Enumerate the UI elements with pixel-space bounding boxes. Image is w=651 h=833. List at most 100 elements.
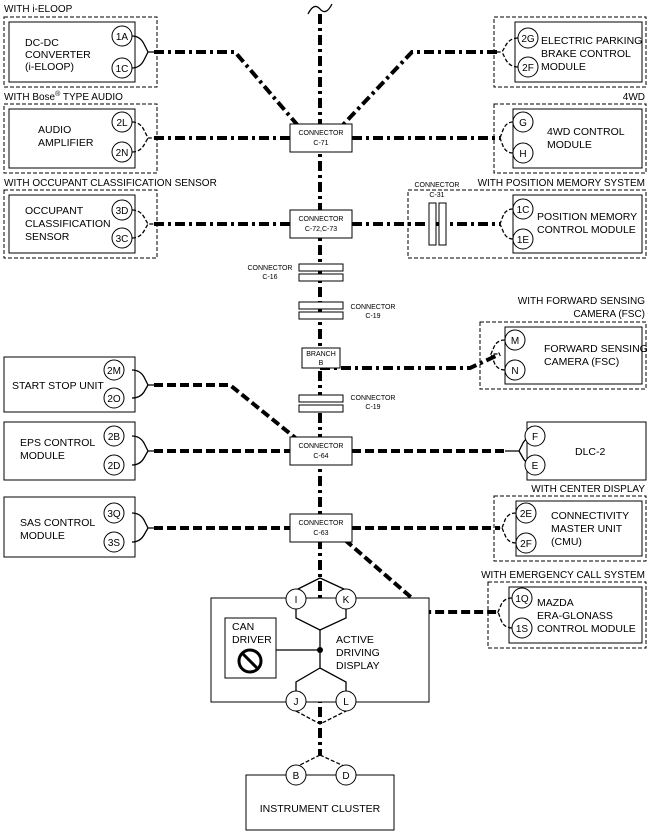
pin-cmu-2f xyxy=(515,532,537,554)
wire-start-stop xyxy=(154,383,300,442)
svg-text:1S: 1S xyxy=(516,624,529,635)
connector-c64: CONNECTOR C-64 xyxy=(289,436,353,466)
svg-text:BRAKE CONTROL: BRAKE CONTROL xyxy=(541,48,631,60)
option-box-center-display xyxy=(493,495,647,562)
svg-text:4WD CONTROL: 4WD CONTROL xyxy=(547,126,625,138)
adu-top-split xyxy=(295,577,347,591)
adu-internal-bottom xyxy=(295,667,347,692)
module-dlc-2: DLC-2 xyxy=(526,421,647,481)
option-box-epb xyxy=(493,16,647,88)
pin-wire-epb xyxy=(497,37,519,68)
pin-era-1s xyxy=(511,617,533,639)
pin-audio-2l xyxy=(111,111,133,133)
svg-text:3Q: 3Q xyxy=(107,509,121,520)
svg-text:C-71: C-71 xyxy=(313,140,328,147)
svg-text:CONNECTIVITY: CONNECTIVITY xyxy=(551,510,629,522)
branch-b: BRANCH B xyxy=(301,347,341,369)
svg-text:FORWARD SENSING: FORWARD SENSING xyxy=(544,343,648,355)
svg-text:3S: 3S xyxy=(108,538,121,549)
svg-text:MODULE: MODULE xyxy=(541,61,586,73)
svg-text:B: B xyxy=(293,771,300,782)
svg-text:DLC-2: DLC-2 xyxy=(575,446,606,458)
option-box-ieloop xyxy=(3,16,158,88)
pin-wire-4wd xyxy=(499,121,514,154)
svg-text:2F: 2F xyxy=(522,63,534,74)
pin-wire-start-stop xyxy=(131,369,154,399)
wire-fsc xyxy=(320,352,501,370)
svg-text:AMPLIFIER: AMPLIFIER xyxy=(38,137,94,149)
svg-text:MODULE: MODULE xyxy=(20,530,65,542)
prohibited-icon xyxy=(237,648,263,674)
svg-text:C-31: C-31 xyxy=(429,192,444,199)
svg-text:EPS CONTROL: EPS CONTROL xyxy=(20,437,95,449)
svg-text:D: D xyxy=(342,771,349,782)
wire-epb xyxy=(338,50,497,130)
svg-text:MODULE: MODULE xyxy=(547,139,592,151)
svg-text:SAS CONTROL: SAS CONTROL xyxy=(20,517,95,529)
cluster-split xyxy=(295,754,347,768)
pin-sas-3q xyxy=(103,502,125,524)
pin-wire-position xyxy=(499,208,514,240)
pin-4wd-h xyxy=(512,142,534,164)
svg-text:CONNECTOR: CONNECTOR xyxy=(351,395,396,402)
svg-text:I: I xyxy=(295,595,298,606)
option-box-4wd xyxy=(493,103,647,174)
pin-epb-2g xyxy=(517,27,539,49)
svg-text:DISPLAY: DISPLAY xyxy=(336,660,380,672)
svg-text:START STOP UNIT: START STOP UNIT xyxy=(12,380,104,392)
connector-c16: CONNECTOR C-16 xyxy=(248,263,344,282)
wire-break-symbol xyxy=(307,3,333,15)
pin-epb-2f xyxy=(517,56,539,78)
svg-text:E: E xyxy=(532,461,539,472)
svg-text:SENSOR: SENSOR xyxy=(25,231,70,243)
adu-label: ACTIVE DRIVING DISPLAY xyxy=(336,634,380,672)
svg-text:2O: 2O xyxy=(107,394,121,405)
svg-text:2M: 2M xyxy=(107,366,121,377)
svg-text:C-64: C-64 xyxy=(313,453,328,460)
pin-dlc-e xyxy=(524,454,546,476)
svg-text:L: L xyxy=(343,697,349,708)
svg-text:2B: 2B xyxy=(108,432,121,443)
svg-text:ACTIVE: ACTIVE xyxy=(336,634,374,646)
svg-text:J: J xyxy=(294,697,299,708)
svg-text:MODULE: MODULE xyxy=(20,450,65,462)
header-with-bose-audio: WITH Bose® TYPE AUDIO xyxy=(4,90,123,103)
instrument-cluster-label: INSTRUMENT CLUSTER xyxy=(260,803,381,815)
pin-start-stop-2o xyxy=(103,387,125,409)
svg-text:BRANCH: BRANCH xyxy=(306,351,336,358)
svg-text:C-63: C-63 xyxy=(313,530,328,537)
svg-text:CONNECTOR: CONNECTOR xyxy=(299,520,344,527)
svg-text:C-16: C-16 xyxy=(262,274,277,281)
connector-c72-c73: CONNECTOR C-72,C-73 xyxy=(289,209,353,239)
svg-text:G: G xyxy=(519,118,527,129)
svg-text:CONVERTER: CONVERTER xyxy=(25,49,91,61)
pin-occupant-3c xyxy=(111,227,133,249)
option-box-occupant xyxy=(3,189,158,259)
svg-text:OCCUPANT: OCCUPANT xyxy=(25,205,84,217)
module-4wd-control: 4WD CONTROL MODULE xyxy=(512,108,643,169)
option-box-fsc xyxy=(479,321,647,390)
svg-text:MAZDA: MAZDA xyxy=(537,597,574,609)
svg-text:H: H xyxy=(519,149,526,160)
pin-wire-audio xyxy=(131,121,154,153)
svg-text:B: B xyxy=(319,360,324,367)
header-with-occupant-sensor: WITH OCCUPANT CLASSIFICATION SENSOR xyxy=(4,178,217,189)
pin-occupant-3d xyxy=(111,199,133,221)
svg-text:CAMERA (FSC): CAMERA (FSC) xyxy=(544,356,619,368)
pin-wire-sas xyxy=(131,512,154,543)
header-4wd: 4WD xyxy=(623,92,645,103)
header-with-ieloop: WITH i-ELOOP xyxy=(4,4,73,15)
pin-wire-era xyxy=(497,597,513,629)
svg-text:CONNECTOR: CONNECTOR xyxy=(299,130,344,137)
pin-dcdc-1a xyxy=(111,25,133,47)
svg-text:3C: 3C xyxy=(116,234,129,245)
pin-wire-eps xyxy=(131,435,154,466)
svg-text:N: N xyxy=(511,366,518,377)
svg-text:(CMU): (CMU) xyxy=(551,536,582,548)
svg-text:2F: 2F xyxy=(520,539,532,550)
svg-text:3D: 3D xyxy=(116,206,129,217)
svg-text:CONTROL MODULE: CONTROL MODULE xyxy=(537,623,636,635)
adu-bottom-merge xyxy=(295,710,347,725)
svg-text:C-19: C-19 xyxy=(365,313,380,320)
